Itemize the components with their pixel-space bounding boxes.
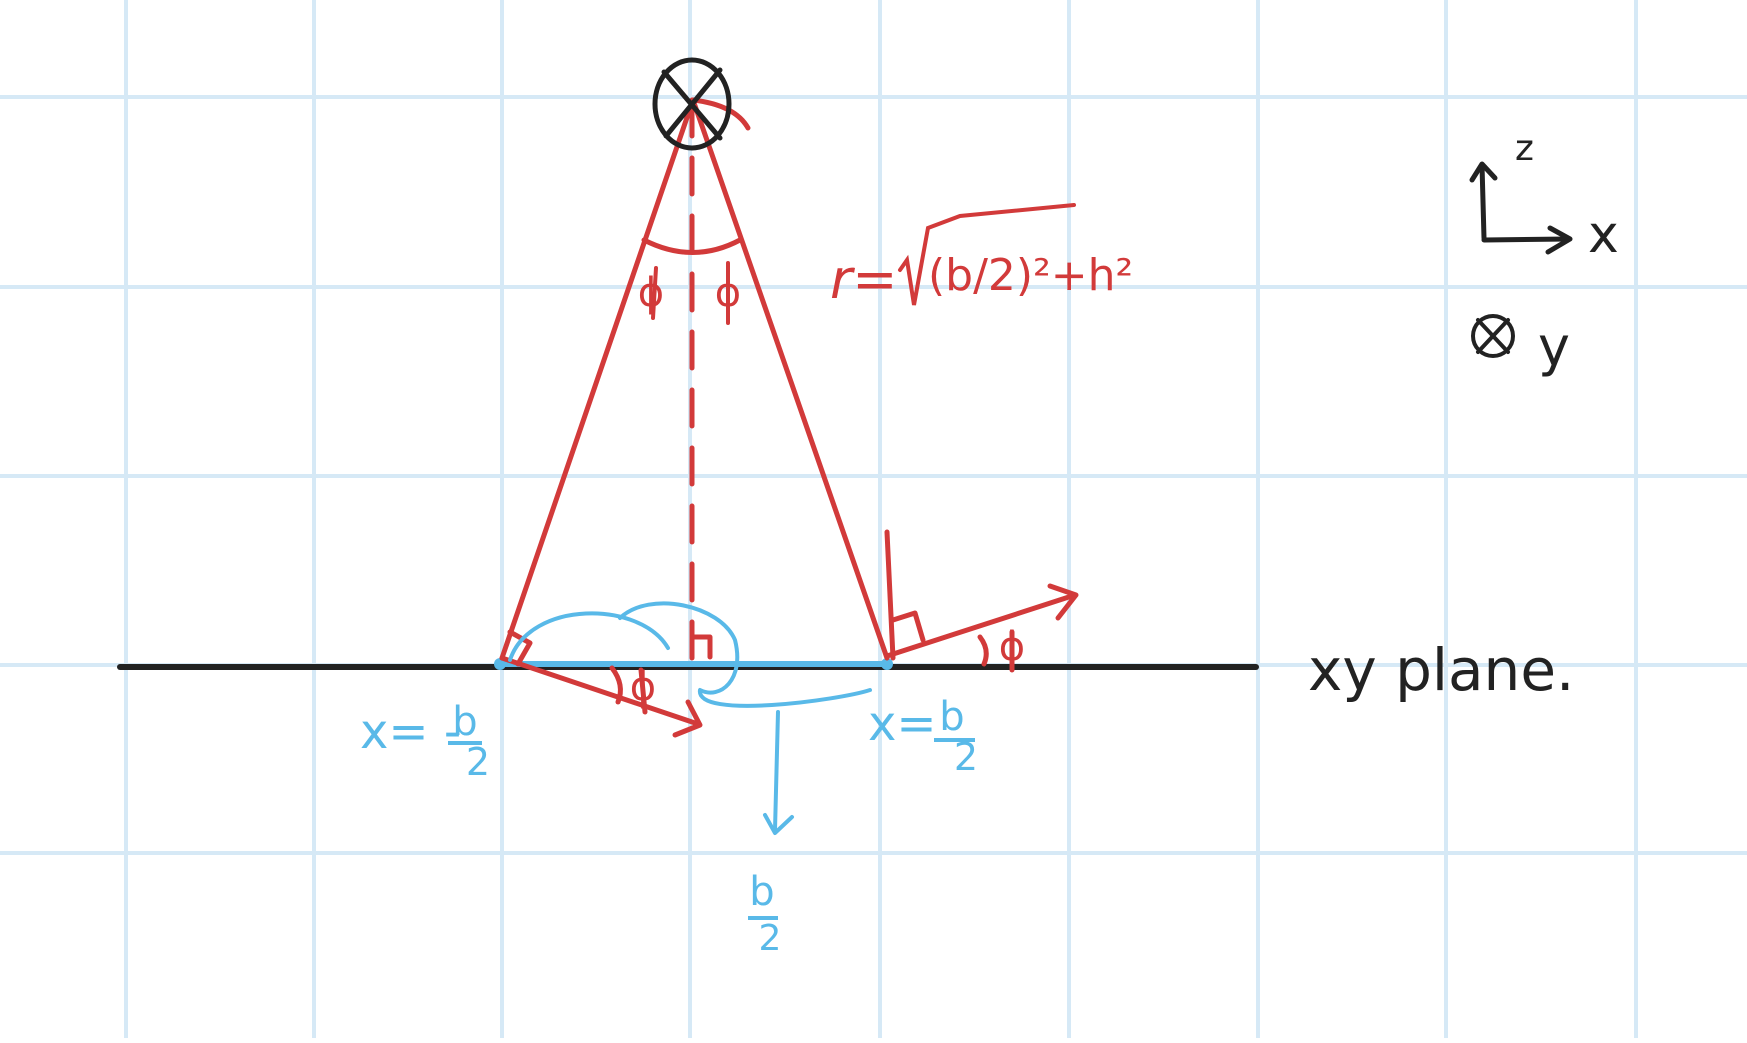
left-vectors bbox=[499, 629, 703, 738]
left-b: b bbox=[452, 699, 477, 745]
left-phi-tick bbox=[638, 667, 648, 715]
left-phi-arc bbox=[609, 665, 623, 705]
triangle bbox=[499, 97, 890, 667]
r-formula: r= (b/2)²+h² bbox=[830, 203, 1133, 311]
left-side bbox=[499, 97, 696, 661]
right-endpoint-dot bbox=[881, 658, 893, 670]
axis-y-label: y bbox=[1538, 315, 1570, 378]
right-field-arrowhead bbox=[1047, 583, 1079, 621]
wire-symbol-icon bbox=[652, 57, 732, 151]
half-two: 2 bbox=[759, 918, 782, 959]
left-field-arrowhead bbox=[672, 699, 703, 738]
axes-legend bbox=[1469, 161, 1573, 255]
phi-label-top-left: ϕ bbox=[638, 270, 664, 316]
axis-z-label: z bbox=[1515, 128, 1534, 169]
right-b: b bbox=[939, 694, 964, 740]
right-vectors bbox=[884, 529, 1079, 673]
phi-label-left: ϕ bbox=[630, 664, 656, 710]
right-normal-line bbox=[884, 529, 896, 661]
phi-ticks-top bbox=[651, 261, 730, 325]
left-angle-mark bbox=[507, 629, 533, 667]
top-angle-arc bbox=[641, 237, 743, 255]
left-field-vector bbox=[499, 655, 701, 727]
right-angle-mark-small bbox=[890, 610, 926, 643]
phi-label-right: ϕ bbox=[999, 624, 1025, 670]
x-axis-arrowhead bbox=[1545, 225, 1573, 255]
right-x-prefix: x= bbox=[868, 696, 937, 752]
left-x-label: x= - b 2 bbox=[360, 699, 490, 784]
sqrt-sign bbox=[898, 203, 1076, 306]
left-endpoint-dot bbox=[494, 658, 506, 670]
y-symbol-icon bbox=[1471, 314, 1515, 358]
right-field-vector bbox=[884, 592, 1078, 659]
axis-x-label: x bbox=[1588, 205, 1619, 265]
phi-label-top-right: ϕ bbox=[715, 270, 741, 316]
half-b: b bbox=[749, 869, 774, 915]
z-axis-line bbox=[1479, 162, 1487, 241]
x-axis-line bbox=[1481, 236, 1571, 243]
right-side bbox=[690, 97, 890, 661]
right-x-label: x= b 2 bbox=[868, 694, 978, 779]
xy-plane-label: xy plane. bbox=[1308, 636, 1574, 704]
blue-half-width-brace bbox=[508, 601, 872, 835]
r-formula-prefix: r= bbox=[830, 248, 897, 311]
right-phi-arc bbox=[977, 634, 989, 667]
half-width-label: b 2 bbox=[748, 869, 781, 959]
left-two: 2 bbox=[466, 740, 490, 784]
left-x-prefix: x= - bbox=[360, 704, 461, 760]
right-two: 2 bbox=[954, 735, 978, 779]
right-angle-mark bbox=[689, 634, 713, 660]
z-axis-arrowhead bbox=[1469, 161, 1498, 183]
r-formula-radicand: (b/2)²+h² bbox=[928, 250, 1133, 301]
